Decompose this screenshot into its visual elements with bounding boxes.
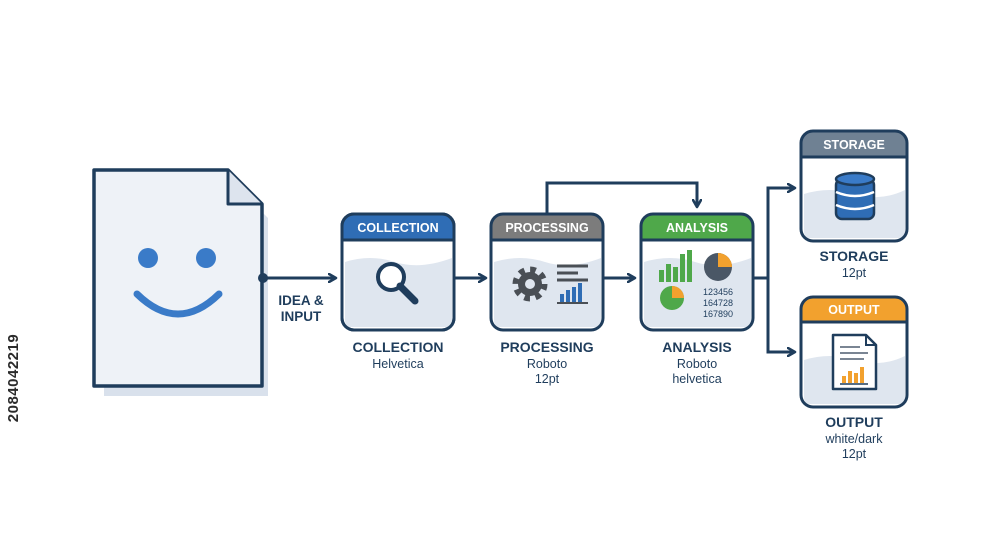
document-icon [92, 168, 264, 388]
input-label-line2: INPUT [281, 309, 322, 324]
collection-card: COLLECTION [340, 212, 456, 332]
output-subtitle-1: white/dark [825, 432, 884, 446]
report-lines-icon [557, 264, 588, 282]
output-subtitle-2: 12pt [842, 447, 867, 461]
output-title: OUTPUT [825, 414, 883, 430]
processing-subtitle-2: 12pt [535, 372, 560, 386]
pie-chart-icon-large [704, 253, 732, 281]
storage-header: STORAGE [823, 138, 885, 152]
processing-title: PROCESSING [500, 339, 593, 355]
storage-title: STORAGE [820, 248, 889, 264]
storage-subtitle: 12pt [842, 266, 867, 280]
analysis-subtitle-2: helvetica [672, 372, 721, 386]
analysis-number-2: 164728 [703, 298, 733, 308]
pie-chart-icon-small [660, 286, 684, 310]
analysis-number-1: 123456 [703, 287, 733, 297]
arrow-analysis-to-output [766, 278, 795, 352]
processing-card: PROCESSING [489, 212, 605, 332]
output-card: OUTPUT [799, 295, 909, 409]
bar-chart-icon [557, 283, 588, 304]
smiley-face-icon [133, 248, 223, 318]
processing-header: PROCESSING [505, 221, 588, 235]
analysis-header: ANALYSIS [666, 221, 728, 235]
output-header: OUTPUT [828, 303, 880, 317]
input-label-line1: IDEA & [278, 293, 324, 308]
arrow-analysis-to-storage [753, 188, 795, 280]
collection-subtitle: Helvetica [372, 357, 423, 371]
green-bar-chart-icon [659, 250, 692, 282]
collection-header: COLLECTION [357, 221, 438, 235]
gear-icon [512, 266, 548, 302]
collection-title: COLLECTION [353, 339, 444, 355]
storage-card: STORAGE [799, 129, 909, 243]
analysis-title: ANALYSIS [662, 339, 732, 355]
database-icon [834, 171, 876, 221]
magnifier-icon [376, 262, 419, 305]
analysis-number-3: 167890 [703, 309, 733, 319]
processing-subtitle-1: Roboto [527, 357, 567, 371]
analysis-card: ANALYSIS 123456 164728 167890 [639, 212, 755, 332]
document-fold [226, 170, 262, 206]
stock-image-id: 2084042219 [5, 333, 22, 423]
report-document-icon [831, 333, 878, 391]
analysis-subtitle-1: Roboto [677, 357, 717, 371]
arrow-processing-loop-to-analysis [545, 181, 697, 214]
input-document [92, 168, 268, 396]
